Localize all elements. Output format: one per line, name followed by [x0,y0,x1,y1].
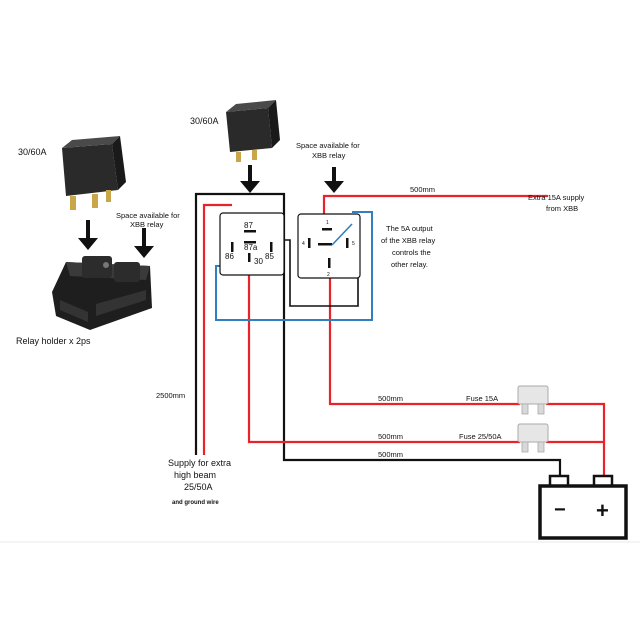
battery-minus: − [554,499,566,521]
arrow-down-icon [134,228,154,258]
length-fuse25: 500mm [378,432,403,441]
fuse15-label: Fuse 15A [466,394,498,403]
red-wire-fuse15-out [546,402,606,482]
space-top-line1: Space available for [296,141,360,150]
extra-supply-line2: from XBB [546,204,578,213]
pin-87a: 87a [244,243,258,252]
space-top-line2: XBB relay [312,151,346,160]
supply-line1: Supply for extra [168,458,231,468]
note-line2: of the XBB relay [381,236,435,245]
red-wire-extra-supply [322,194,548,218]
fuse-15a-icon [517,385,549,415]
pin-85: 85 [265,252,274,261]
blue-wire [215,211,373,321]
xbb-pin-left: 4 [302,241,305,247]
arrow-down-icon [240,165,260,193]
relay-socket [219,212,285,276]
supply-line2: high beam [174,470,216,480]
arrow-down-icon [78,220,98,250]
ground-label: and ground wire [172,500,219,506]
relay-holder-label: Relay holder x 2ps [16,336,91,346]
pin-30: 30 [254,257,263,266]
xbb-pin-right: 5 [352,241,355,247]
relay-holder-image [52,256,152,330]
extra-supply-line1: Extra 15A supply [528,193,585,202]
relay-rating-left: 30/60A [18,147,47,157]
note-line3: controls the [392,248,431,257]
black-wire-link [284,239,359,307]
fuse25-label: Fuse 25/50A [459,432,502,441]
battery-icon [538,474,628,540]
red-wire-supply [202,203,232,455]
battery-plus: + [596,498,609,523]
fuse-25-50a-icon [517,423,549,453]
length-black: 500mm [378,450,403,459]
pin-87: 87 [244,221,253,230]
relay-image-left [62,136,126,210]
space-left-line1: Space available for [116,211,180,220]
xbb-pin-top: 1 [326,220,329,226]
note-line1: The 5A output [386,224,434,233]
supply-line3: 25/50A [184,482,213,492]
pin-86: 86 [225,252,234,261]
black-wire [194,192,562,482]
length-left: 2500mm [156,391,185,400]
red-wire-relay30 [247,272,520,444]
relay-image-top [226,100,280,162]
length-fuse15: 500mm [378,394,403,403]
length-top-red: 500mm [410,185,435,194]
xbb-relay-socket [297,213,361,279]
arrow-down-icon [324,167,344,193]
xbb-pin-bottom: 2 [327,272,330,278]
relay-rating-top: 30/60A [190,116,219,126]
space-left-line2: XBB relay [130,220,164,229]
note-line4: other relay. [391,260,428,269]
